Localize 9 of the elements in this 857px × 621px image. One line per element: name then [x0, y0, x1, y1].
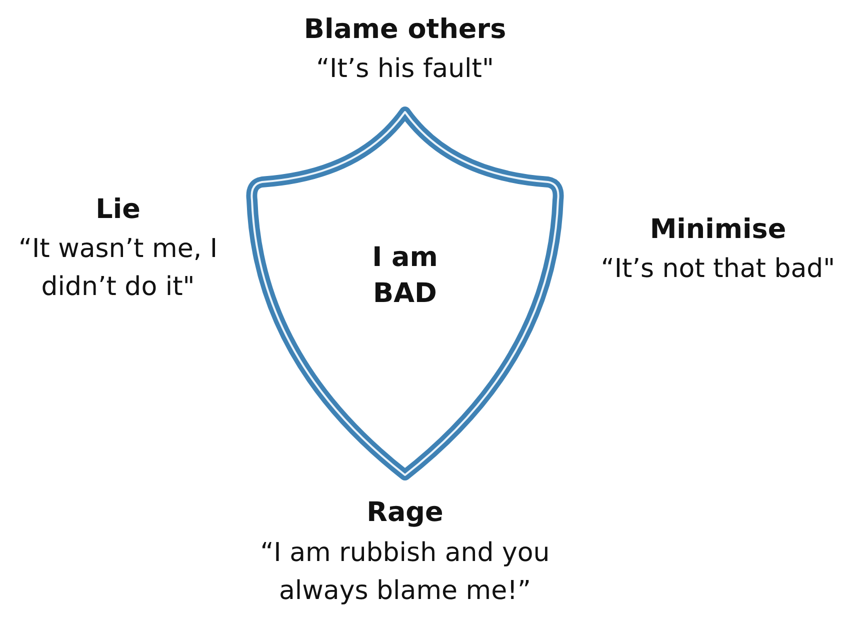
- shield-text: I am BAD: [371, 241, 439, 311]
- category-heading: Rage: [366, 497, 444, 528]
- category-heading: Minimise: [650, 214, 786, 245]
- quote-text: “I am rubbish and you always blame me!”: [259, 537, 551, 608]
- quote-text: “It’s his fault": [315, 53, 495, 86]
- category-heading: Blame others: [304, 14, 506, 45]
- quote-text: “It wasn’t me, I didn’t do it": [17, 233, 219, 304]
- category-heading: Lie: [96, 194, 140, 225]
- quote-text: “It’s not that bad": [600, 253, 836, 286]
